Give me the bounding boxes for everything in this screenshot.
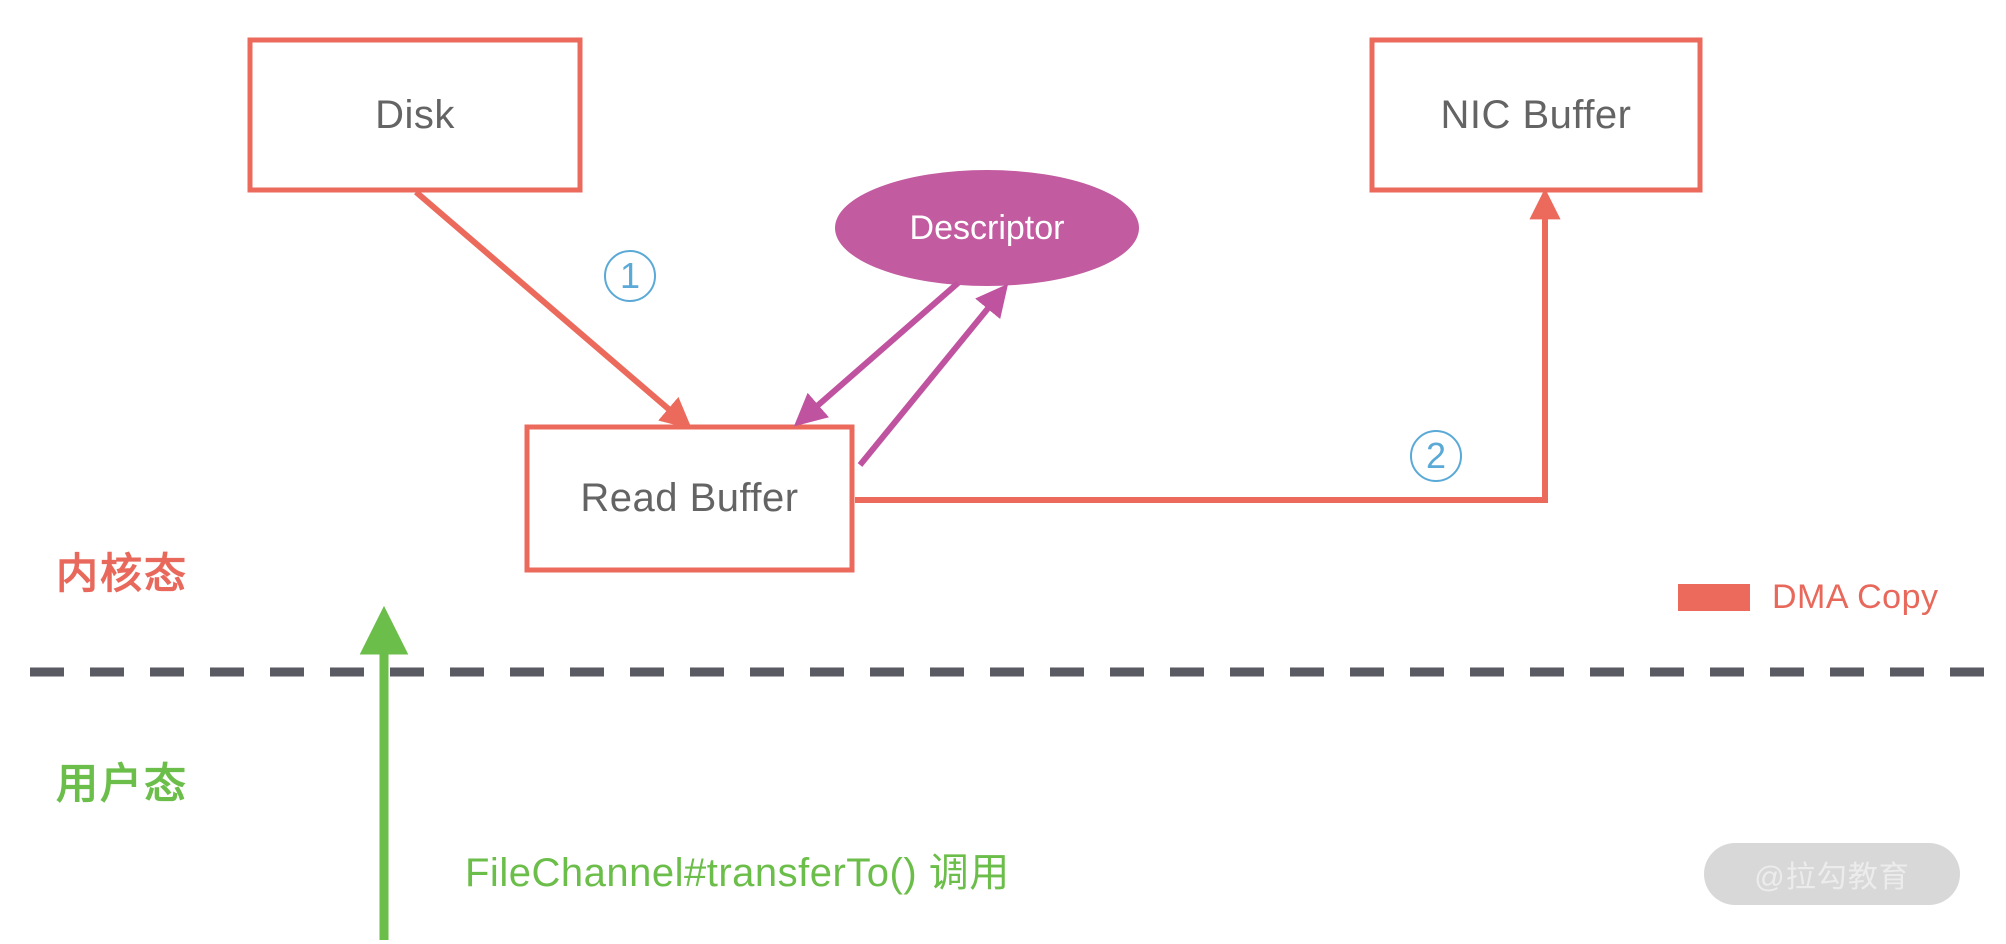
dma-copy-swatch	[1678, 584, 1750, 611]
edge-disk-to-read-buffer	[414, 189, 692, 430]
edge-descriptor-to-read-buffer	[793, 280, 960, 427]
transferto-call-label: FileChannel#transferTo() 调用	[465, 851, 1010, 895]
nic-buffer-box[interactable]	[1369, 37, 1703, 193]
disk-box[interactable]	[247, 37, 583, 193]
edge-read-buffer-to-descriptor	[857, 283, 1009, 467]
watermark-text: @拉勾教育	[1754, 861, 1910, 894]
read-buffer-box[interactable]	[524, 424, 855, 573]
user-mode-label: 用户态	[56, 760, 189, 807]
descriptor-ellipse[interactable]	[835, 170, 1139, 286]
step-1-badge: 1	[604, 250, 656, 302]
watermark-badge: @拉勾教育	[1704, 843, 1960, 905]
dma-copy-legend-label: DMA Copy	[1772, 578, 1939, 616]
step-2-badge: 2	[1410, 430, 1462, 482]
kernel-mode-label: 内核态	[56, 550, 189, 597]
legend: DMA Copy	[1678, 578, 1939, 617]
edge-read-buffer-to-nic-buffer	[855, 188, 1561, 503]
